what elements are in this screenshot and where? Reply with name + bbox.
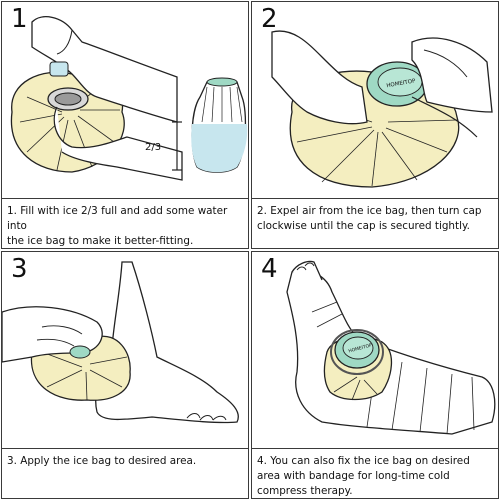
step-3-caption: 3. Apply the ice bag to desired area. bbox=[7, 454, 245, 469]
step-3-illustration bbox=[2, 261, 239, 424]
step-2-panel: HOMEITOP 2 2. Expel air from the ice bag… bbox=[251, 1, 499, 249]
caption-text: 1. Fill with ice 2/3 full and add some w… bbox=[7, 205, 228, 247]
step-number: 2 bbox=[261, 4, 278, 34]
step-2-illustration: HOMEITOP bbox=[271, 30, 493, 188]
caption-divider bbox=[252, 198, 498, 199]
step-1-panel: 2/3 1 1. Fill with ice 2/3 full and add … bbox=[1, 1, 249, 249]
caption-divider bbox=[2, 448, 248, 449]
step-number: 4 bbox=[261, 254, 278, 284]
step-2-caption: 2. Expel air from the ice bag, then turn… bbox=[257, 204, 495, 234]
step-4-panel: HOMEITOP 4 4. You can also fix the ice b… bbox=[251, 251, 499, 499]
step-4-illustration: HOMEITOP bbox=[286, 260, 496, 435]
ice-cube bbox=[49, 61, 69, 77]
caption-divider bbox=[252, 448, 498, 449]
hand-turning-cap bbox=[411, 37, 493, 113]
bandaged-leg bbox=[286, 270, 496, 435]
hand-gripping-bag bbox=[271, 30, 368, 125]
caption-text: 2. Expel air from the ice bag, then turn… bbox=[257, 205, 482, 232]
step-number: 1 bbox=[11, 4, 28, 34]
cap-brand: HOMEITOP bbox=[386, 78, 417, 89]
caption-text: 3. Apply the ice bag to desired area. bbox=[7, 455, 197, 467]
step-1-illustration: 2/3 bbox=[10, 16, 248, 181]
hand-holding-bag bbox=[53, 106, 183, 181]
caption-text: 4. You can also fix the ice bag on desir… bbox=[257, 455, 470, 497]
step-4-caption: 4. You can also fix the ice bag on desir… bbox=[257, 454, 495, 498]
step-number: 3 bbox=[11, 254, 28, 284]
step-3-panel: 3 3. Apply the ice bag to desired area. bbox=[1, 251, 249, 499]
step-1-caption: 1. Fill with ice 2/3 full and add some w… bbox=[7, 204, 245, 248]
caption-divider bbox=[2, 198, 248, 199]
measure-label: 2/3 bbox=[145, 142, 161, 153]
